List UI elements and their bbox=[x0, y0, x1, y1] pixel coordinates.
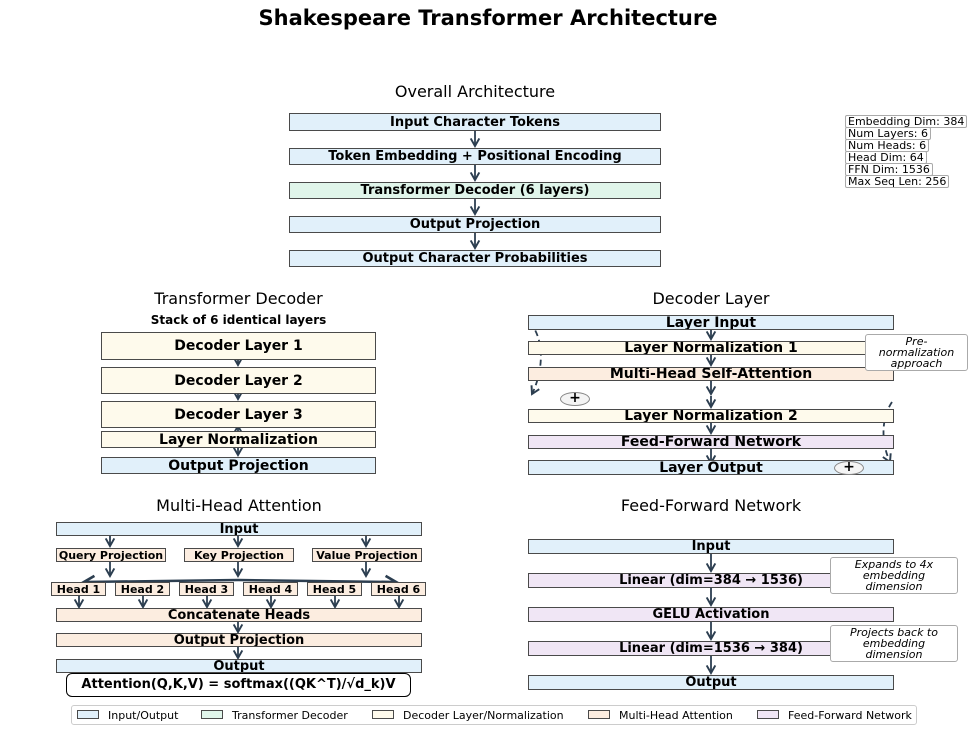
layer-ffn-box: Feed-Forward Network bbox=[528, 435, 894, 449]
project-back-note: Projects back to embedding dimension bbox=[830, 625, 958, 662]
layer-norm-2-box: Layer Normalization 2 bbox=[528, 409, 894, 423]
pre-norm-note: Pre-normalization approach bbox=[865, 334, 968, 371]
overall-title: Overall Architecture bbox=[394, 82, 556, 101]
mha-input-box: Input bbox=[56, 522, 422, 536]
self-attention-box: Multi-Head Self-Attention bbox=[528, 367, 894, 381]
output-projection-box: Output Projection bbox=[289, 216, 661, 233]
arrow bbox=[81, 574, 239, 590]
head-2-box: Head 2 bbox=[115, 582, 170, 596]
mha-output-projection-box: Output Projection bbox=[56, 633, 422, 647]
ffn-input-box: Input bbox=[528, 539, 894, 554]
query-projection-box: Query Projection bbox=[56, 548, 166, 562]
decoder-output-projection-box: Output Projection bbox=[101, 457, 376, 474]
residual-add-1: + bbox=[560, 391, 590, 406]
legend-swatch-io bbox=[77, 710, 99, 719]
legend-swatch-decoder bbox=[201, 710, 223, 719]
head-6-box: Head 6 bbox=[371, 582, 426, 596]
arrow bbox=[237, 574, 399, 590]
layer-input-box: Layer Input bbox=[528, 315, 894, 330]
head-3-box: Head 3 bbox=[179, 582, 234, 596]
decoder-stack-box: Transformer Decoder (6 layers) bbox=[289, 182, 661, 199]
head-5-box: Head 5 bbox=[307, 582, 362, 596]
expand-note: Expands to 4x embedding dimension bbox=[830, 557, 958, 594]
input-tokens-box: Input Character Tokens bbox=[289, 113, 661, 131]
legend-swatch-layer bbox=[372, 710, 394, 719]
legend-label-ffn: Feed-Forward Network bbox=[788, 709, 912, 722]
mha-title: Multi-Head Attention bbox=[156, 496, 322, 515]
decoder-ellipsis: ... bbox=[229, 430, 247, 448]
legend-label-layer: Decoder Layer/Normalization bbox=[403, 709, 564, 722]
layer-norm-1-box: Layer Normalization 1 bbox=[528, 341, 894, 355]
residual-add-2: + bbox=[834, 460, 864, 475]
ffn-title: Feed-Forward Network bbox=[620, 496, 802, 515]
embedding-box: Token Embedding + Positional Encoding bbox=[289, 148, 661, 165]
layer-title: Decoder Layer bbox=[652, 289, 770, 308]
value-projection-box: Value Projection bbox=[312, 548, 422, 562]
legend: Input/Output Transformer Decoder Decoder… bbox=[71, 705, 917, 725]
ffn-output-box: Output bbox=[528, 675, 894, 690]
head-4-box: Head 4 bbox=[243, 582, 298, 596]
legend-swatch-mha bbox=[588, 710, 610, 719]
decoder-layer-1-box: Decoder Layer 1 bbox=[101, 332, 376, 360]
decoder-layernorm-box: Layer Normalization bbox=[101, 431, 376, 448]
legend-label-decoder: Transformer Decoder bbox=[232, 709, 348, 722]
decoder-subtitle: Stack of 6 identical layers bbox=[150, 313, 327, 327]
stat-max-seq-len: Max Seq Len: 256 bbox=[845, 175, 950, 188]
residual-arrow bbox=[882, 401, 893, 464]
output-probabilities-box: Output Character Probabilities bbox=[289, 250, 661, 267]
concat-heads-box: Concatenate Heads bbox=[56, 608, 422, 622]
ffn-linear-2-box: Linear (dim=1536 → 384) bbox=[528, 641, 894, 656]
key-projection-box: Key Projection bbox=[184, 548, 294, 562]
layer-output-box: Layer Output bbox=[528, 460, 894, 475]
decoder-layer-2-box: Decoder Layer 2 bbox=[101, 367, 376, 394]
mha-output-box: Output bbox=[56, 659, 422, 673]
diagram-title: Shakespeare Transformer Architecture bbox=[258, 6, 718, 30]
legend-swatch-ffn bbox=[757, 710, 779, 719]
legend-label-io: Input/Output bbox=[108, 709, 179, 722]
ffn-linear-1-box: Linear (dim=384 → 1536) bbox=[528, 573, 894, 588]
decoder-title: Transformer Decoder bbox=[154, 289, 323, 308]
legend-label-mha: Multi-Head Attention bbox=[619, 709, 733, 722]
decoder-layer-3-box: Decoder Layer 3 bbox=[101, 401, 376, 428]
gelu-box: GELU Activation bbox=[528, 607, 894, 622]
attention-formula: Attention(Q,K,V) = softmax((QK^T)/√d_k)V bbox=[66, 673, 411, 697]
head-1-box: Head 1 bbox=[51, 582, 106, 596]
residual-arrow bbox=[529, 321, 542, 396]
